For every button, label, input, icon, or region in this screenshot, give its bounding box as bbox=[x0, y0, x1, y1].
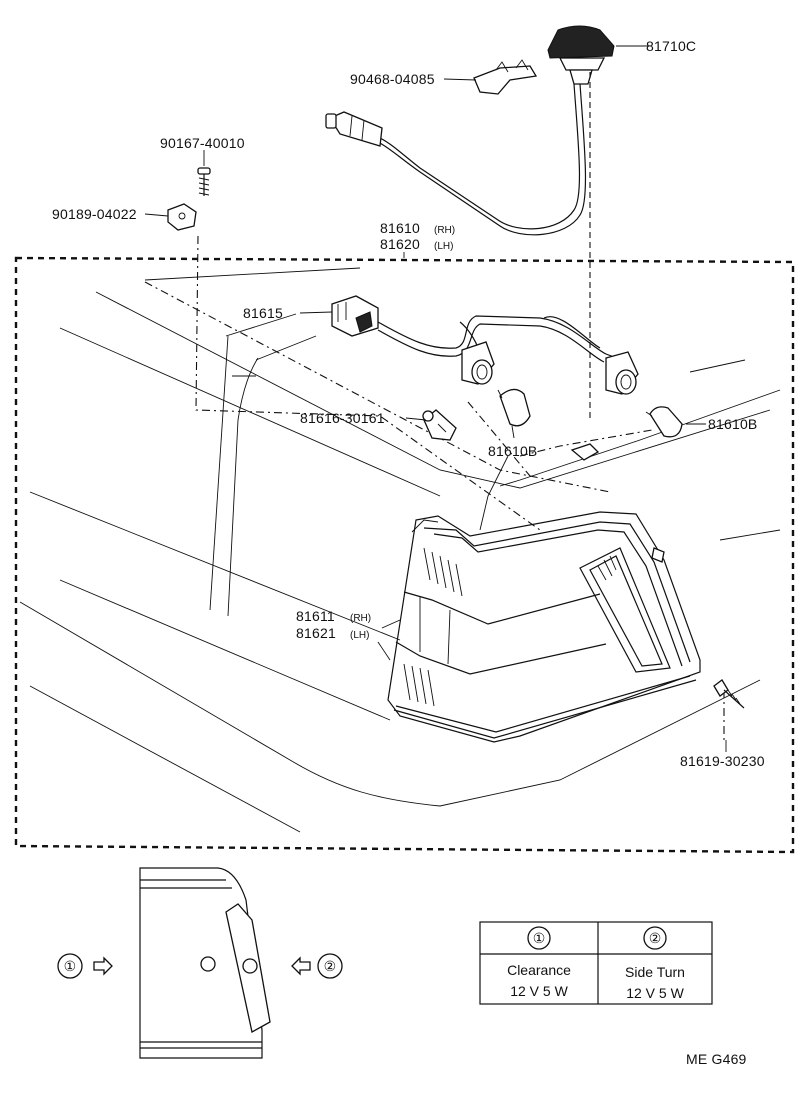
svg-text:②: ② bbox=[324, 958, 337, 974]
table-head-2: ② bbox=[649, 930, 662, 946]
label-81611: 81611 bbox=[296, 608, 335, 624]
clearance-bulb-hole bbox=[200, 956, 216, 972]
nut-90189 bbox=[167, 203, 197, 231]
label-81615: 81615 bbox=[243, 305, 283, 321]
guide-lines bbox=[144, 72, 725, 742]
bulb-spec-table: ① ② Clearance 12 V 5 W Side Turn 12 V 5 … bbox=[479, 921, 713, 1005]
screw-81619 bbox=[713, 679, 745, 709]
label-81621: 81621 bbox=[296, 625, 336, 641]
wire-81710c bbox=[377, 83, 587, 236]
wire-harness-81615 bbox=[331, 295, 639, 395]
svg-text:①: ① bbox=[64, 958, 77, 974]
label-81616-30161: 81616-30161 bbox=[300, 410, 385, 426]
label-81621-lh: (LH) bbox=[350, 630, 369, 641]
view-arrow-2: ② bbox=[291, 953, 343, 979]
table-head-1: ① bbox=[533, 930, 546, 946]
body-slot bbox=[570, 443, 600, 461]
screw-90167 bbox=[197, 167, 211, 196]
label-81610b-right: 81610B bbox=[708, 416, 757, 432]
label-90167-40010: 90167-40010 bbox=[160, 135, 245, 151]
label-81620-lh: (LH) bbox=[434, 241, 453, 252]
label-81710c: 81710C bbox=[646, 38, 696, 54]
view-arrow-1: ① bbox=[57, 953, 113, 979]
table-cell-side-turn: Side Turn bbox=[625, 964, 685, 980]
lamp-lens-81611 bbox=[387, 511, 701, 743]
bulb-81610b-left bbox=[497, 388, 531, 427]
label-81610-rh: (RH) bbox=[434, 225, 455, 236]
label-81620: 81620 bbox=[380, 236, 420, 252]
table-cell-clearance: Clearance bbox=[507, 962, 571, 978]
label-81611-rh: (RH) bbox=[350, 613, 371, 624]
plug-81616 bbox=[422, 409, 457, 441]
assembly-boundary bbox=[14, 256, 795, 854]
label-90189-04022: 90189-04022 bbox=[52, 206, 137, 222]
label-81610b-left: 81610B bbox=[488, 443, 537, 459]
table-cell-clearance-rating: 12 V 5 W bbox=[510, 983, 568, 999]
bulb-socket-plug bbox=[325, 111, 383, 147]
figure-code: ME G469 bbox=[686, 1051, 747, 1067]
clip-90468 bbox=[473, 59, 538, 95]
table-cell-side-turn-rating: 12 V 5 W bbox=[626, 985, 684, 1001]
side-marker-lamp-81710c bbox=[547, 25, 615, 85]
vehicle-body-outline bbox=[19, 267, 781, 833]
lamp-front-view bbox=[139, 867, 271, 1059]
turn-bulb-hole bbox=[242, 958, 258, 974]
label-81610: 81610 bbox=[380, 220, 420, 236]
label-81619-30230: 81619-30230 bbox=[680, 753, 765, 769]
label-90468-04085: 90468-04085 bbox=[350, 71, 435, 87]
bulb-81610b-right bbox=[645, 406, 683, 438]
